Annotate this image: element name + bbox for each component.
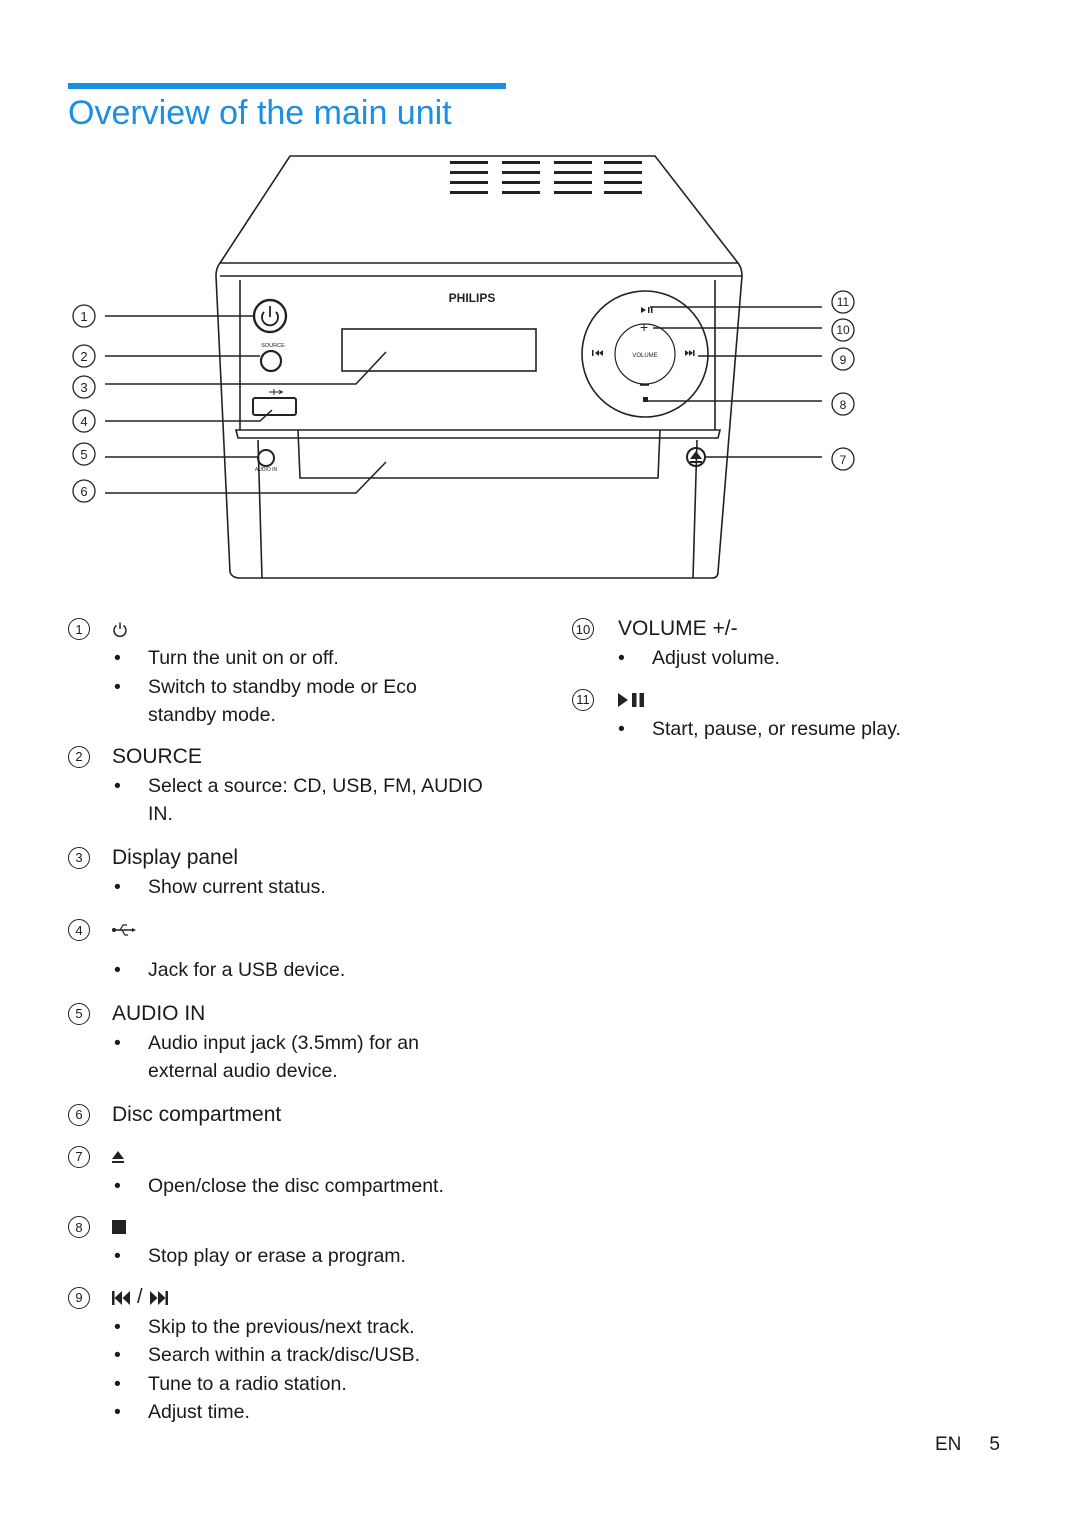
list-item: Show current status. <box>114 873 518 902</box>
cabinet-front <box>215 262 743 579</box>
item-number: 5 <box>68 1002 90 1025</box>
play-pause-icon <box>618 692 646 707</box>
power-icon <box>112 621 128 637</box>
footer-language: EN <box>935 1434 962 1455</box>
callout-7: 7 <box>840 453 847 467</box>
item-number: 3 <box>68 846 90 869</box>
callout-11: 11 <box>837 295 850 309</box>
stop-icon <box>112 1220 126 1234</box>
item-title: AUDIO IN <box>112 1001 206 1025</box>
legend-left-column: 1 Turn the unit on or off. Switch to sta… <box>68 614 518 1427</box>
item-display-panel: 3 Display panel Show current status. <box>68 843 518 902</box>
display-panel-shape <box>341 328 537 372</box>
next-icon <box>149 1290 168 1305</box>
callout-3: 3 <box>80 380 87 395</box>
title-rule <box>68 83 506 89</box>
list-item: Open/close the disc compartment. <box>114 1172 518 1201</box>
item-number: 10 <box>572 618 594 640</box>
item-usb: 4 Jack for a USB device. <box>68 915 518 985</box>
main-unit-diagram: + VOLUME PHILIPS SOURCE AUDIO IN 1 2 3 4… <box>72 155 855 579</box>
diagram-source-label: SOURCE <box>261 343 285 349</box>
item-title: VOLUME +/- <box>618 617 738 640</box>
list-item: Turn the unit on or off. <box>114 644 518 673</box>
list-item: Select a source: CD, USB, FM, AUDIO IN. <box>114 772 493 829</box>
list-item: Audio input jack (3.5mm) for an external… <box>114 1029 458 1086</box>
callout-9: 9 <box>840 353 847 367</box>
vent-slots <box>450 161 642 194</box>
item-disc-compartment: 6 Disc compartment <box>68 1100 518 1130</box>
item-prev-next: 9 / Skip to the previous/next track. Sea… <box>68 1283 518 1427</box>
list-item: Adjust time. <box>114 1398 518 1427</box>
diagram-audio-in-label: AUDIO IN <box>255 467 278 473</box>
diagram-volume-label: VOLUME <box>632 353 657 359</box>
item-number: 11 <box>572 688 594 711</box>
callout-10: 10 <box>836 323 850 337</box>
usb-port-shape <box>252 397 297 416</box>
item-source: 2 SOURCE Select a source: CD, USB, FM, A… <box>68 742 518 829</box>
callout-2: 2 <box>80 349 87 364</box>
item-volume: 10 VOLUME +/- Adjust volume. <box>572 614 972 673</box>
item-stop: 8 Stop play or erase a program. <box>68 1212 518 1271</box>
item-number: 4 <box>68 919 90 941</box>
legend-right-column: 10 VOLUME +/- Adjust volume. 11 Start, p… <box>572 614 972 743</box>
item-eject: 7 Open/close the disc compartment. <box>68 1142 518 1201</box>
item-number: 2 <box>68 745 90 768</box>
list-item: Jack for a USB device. <box>114 956 518 985</box>
callout-5: 5 <box>80 447 87 462</box>
item-number: 1 <box>68 618 90 640</box>
item-number: 6 <box>68 1103 90 1126</box>
diagram-brand: PHILIPS <box>449 291 496 305</box>
control-dial-shape <box>581 290 709 418</box>
callout-8: 8 <box>840 398 847 412</box>
page-number: 5 <box>989 1434 1000 1455</box>
item-number: 7 <box>68 1145 90 1168</box>
item-number: 9 <box>68 1286 90 1309</box>
item-number: 8 <box>68 1216 90 1238</box>
svg-text:+: + <box>640 319 648 335</box>
item-title: Display panel <box>112 845 239 869</box>
callout-1: 1 <box>80 309 87 324</box>
list-item: Tune to a radio station. <box>114 1370 518 1399</box>
audio-in-jack-shape <box>257 449 275 467</box>
item-power: 1 Turn the unit on or off. Switch to sta… <box>68 614 518 730</box>
leader-lines <box>105 306 822 494</box>
item-audio-in: 5 AUDIO IN Audio input jack (3.5mm) for … <box>68 999 518 1086</box>
list-item: Adjust volume. <box>618 644 972 673</box>
item-title: Disc compartment <box>112 1102 282 1126</box>
prev-icon <box>112 1290 130 1305</box>
item-title: SOURCE <box>112 744 202 768</box>
callout-4: 4 <box>80 414 87 429</box>
separator-slash: / <box>137 1286 143 1308</box>
list-item: Stop play or erase a program. <box>114 1242 518 1271</box>
list-item: Start, pause, or resume play. <box>618 715 972 744</box>
list-item: Switch to standby mode or Eco standby mo… <box>114 673 448 730</box>
page-title: Overview of the main unit <box>68 94 452 132</box>
source-button-shape <box>259 349 283 373</box>
page-footer: EN 5 <box>935 1434 1000 1456</box>
callout-6: 6 <box>80 484 87 499</box>
list-item: Search within a track/disc/USB. <box>114 1341 518 1370</box>
eject-icon <box>112 1150 124 1164</box>
list-item: Skip to the previous/next track. <box>114 1313 518 1342</box>
item-play-pause: 11 Start, pause, or resume play. <box>572 685 972 744</box>
usb-icon <box>112 923 136 937</box>
